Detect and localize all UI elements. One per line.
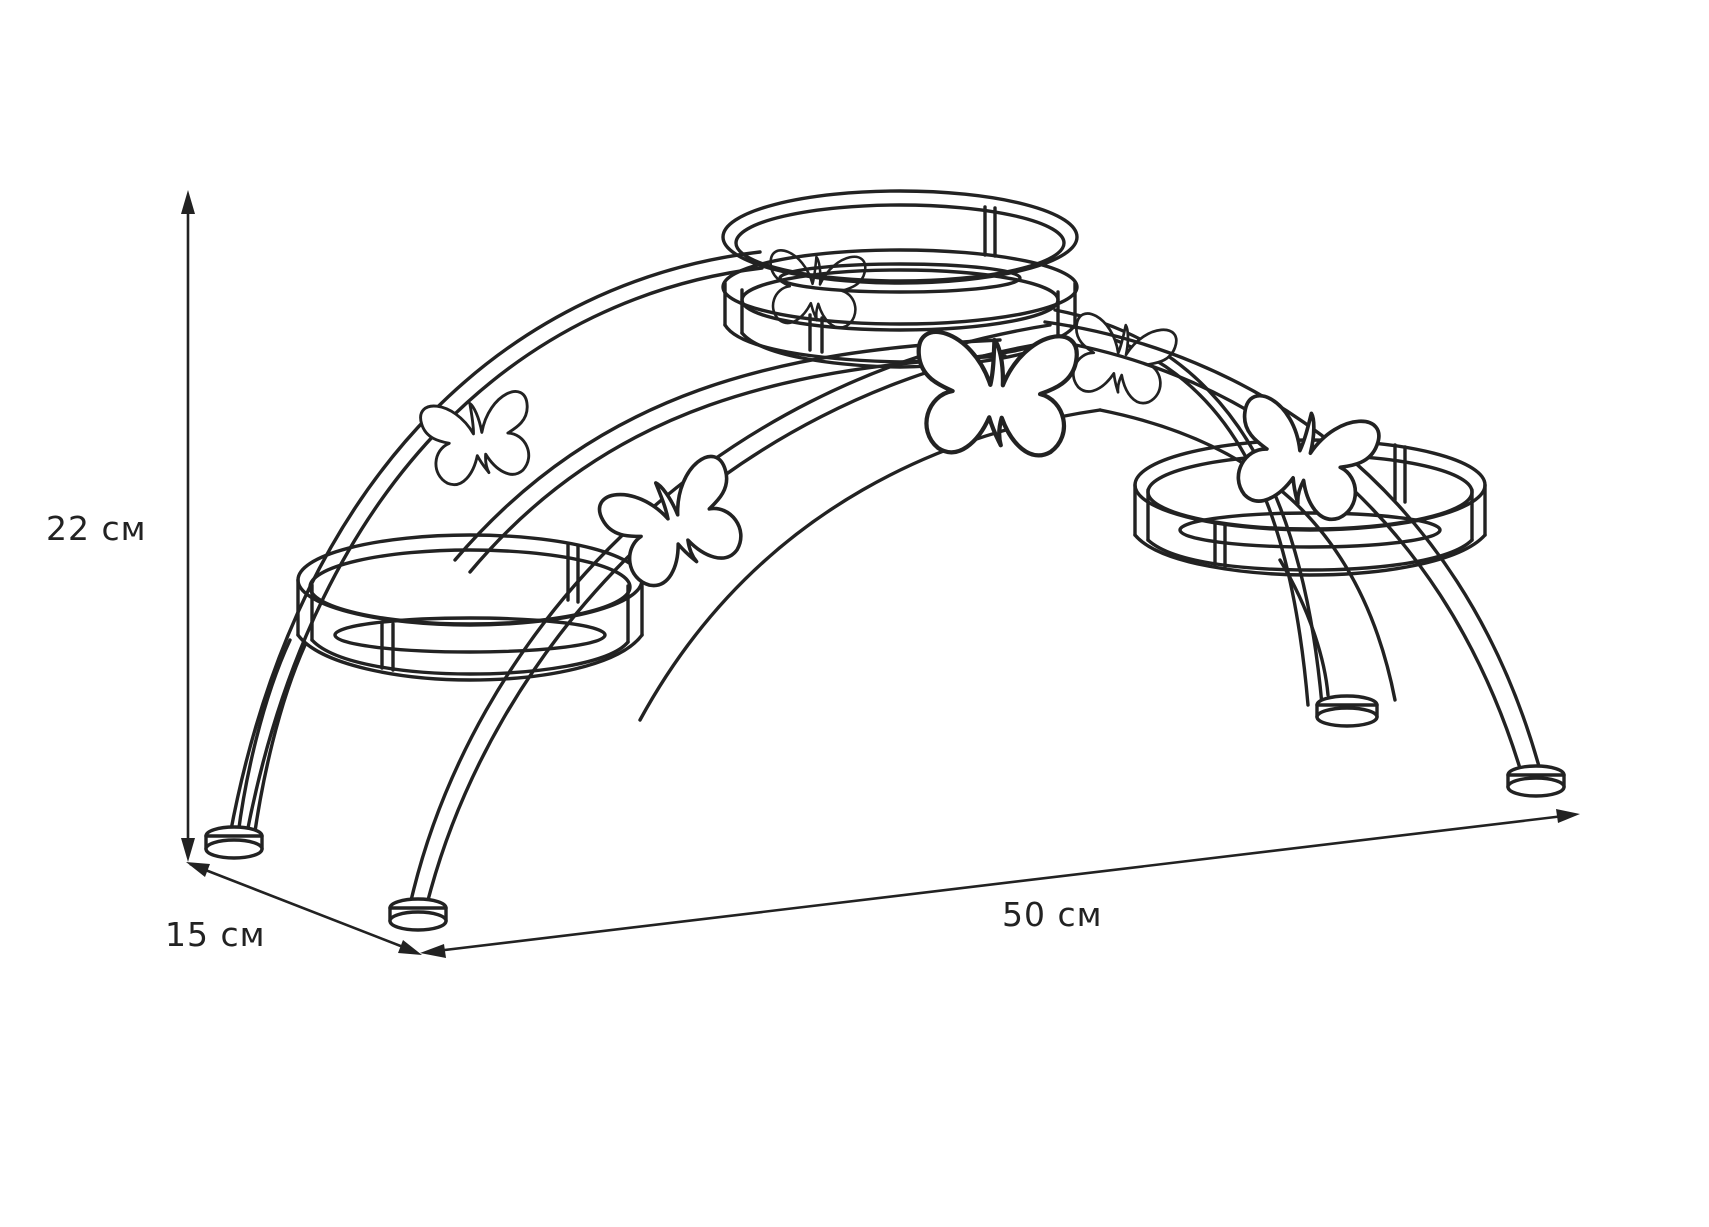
back-butterfly-left — [417, 388, 541, 491]
dimension-depth — [186, 862, 422, 955]
dimension-width — [420, 809, 1580, 958]
top-pot-ring — [721, 189, 1079, 369]
front-left-leg-lower — [236, 638, 307, 840]
back-butterfly-right — [1062, 310, 1180, 409]
foot-front-right — [1506, 764, 1566, 798]
height-label: 22 см — [46, 509, 147, 548]
butterfly-front-right — [1222, 390, 1384, 528]
butterfly-front-center — [915, 331, 1077, 456]
foot-back-left — [204, 825, 264, 860]
width-label: 50 см — [1002, 895, 1103, 934]
left-pot-ring — [296, 533, 644, 682]
dimension-height — [181, 190, 195, 862]
foot-back-right — [1278, 558, 1379, 728]
depth-label: 15 см — [165, 915, 266, 954]
foot-front-left — [388, 897, 448, 932]
